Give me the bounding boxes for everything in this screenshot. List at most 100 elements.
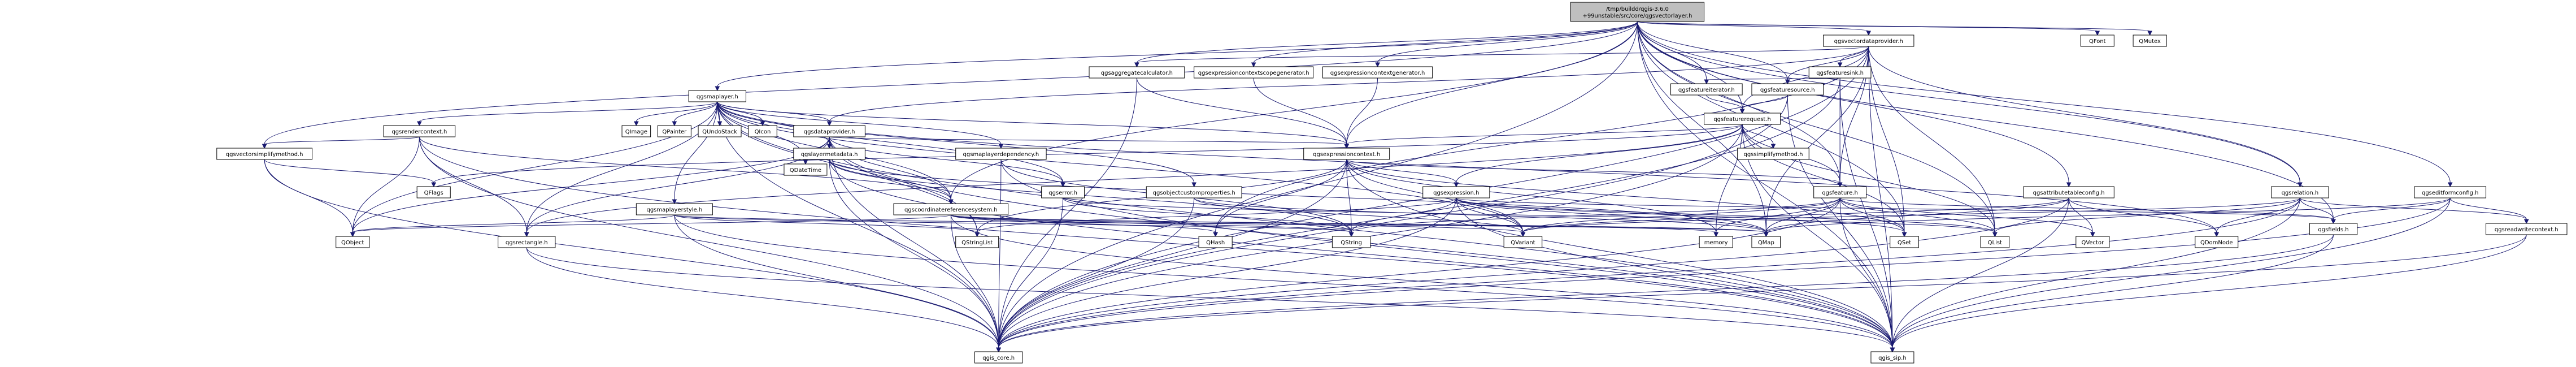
node-label: qgsreadwritecontext.h bbox=[2495, 227, 2558, 233]
node-qicon[interactable]: QIcon bbox=[748, 125, 777, 137]
edge-ecsg-to-ec bbox=[1253, 77, 1350, 149]
edge-rwc-to-core bbox=[996, 234, 2527, 353]
edge-vdp-to-qlist bbox=[1868, 46, 1998, 238]
edge-vsm-to-qflags bbox=[264, 159, 437, 188]
node-qobject[interactable]: QObject bbox=[336, 236, 370, 248]
node-label: QList bbox=[1988, 240, 2002, 246]
node-freq[interactable]: qgsfeaturerequest.h bbox=[1704, 113, 1781, 125]
node-rect[interactable]: qgsrectangle.h bbox=[498, 236, 556, 248]
node-efc[interactable]: qgseditformconfig.h bbox=[2414, 186, 2487, 198]
node-qsl[interactable]: QStringList bbox=[955, 236, 999, 248]
node-fsrc[interactable]: qgsfeaturesource.h bbox=[1751, 83, 1824, 96]
node-ocp[interactable]: qgsobjectcustomproperties.h bbox=[1146, 186, 1242, 198]
node-fields[interactable]: qgsfields.h bbox=[2309, 223, 2358, 235]
edge-ml-to-lm bbox=[717, 101, 832, 149]
node-qstring[interactable]: QString bbox=[1331, 236, 1371, 248]
edge-dp-to-ec bbox=[829, 136, 1350, 149]
node-vdp[interactable]: qgsvectordataprovider.h bbox=[1823, 34, 1914, 47]
node-label: qgsexpressioncontext.h bbox=[1313, 152, 1380, 158]
node-qlist[interactable]: QList bbox=[1980, 236, 2010, 248]
edge-fsink-to-sip bbox=[1839, 77, 1895, 353]
edge-root-to-rel bbox=[1637, 21, 2303, 188]
node-qundo[interactable]: QUndoStack bbox=[698, 125, 742, 137]
node-label: qgsfeatureiterator.h bbox=[1678, 87, 1735, 93]
node-agg[interactable]: qgsaggregatecalculator.h bbox=[1089, 66, 1185, 79]
node-ml[interactable]: qgsmaplayer.h bbox=[688, 90, 746, 102]
edge-rc-to-crs bbox=[419, 136, 954, 205]
node-sip[interactable]: qgis_sip.h bbox=[1870, 351, 1914, 364]
node-label: QHash bbox=[1206, 240, 1225, 246]
edge-freq-to-ec bbox=[1344, 124, 1743, 149]
node-atc[interactable]: qgsattributetableconfig.h bbox=[2023, 186, 2114, 198]
edge-root-to-ecsg bbox=[1251, 21, 1638, 68]
node-err[interactable]: qgserror.h bbox=[1041, 186, 1085, 198]
node-memory[interactable]: memory bbox=[1699, 236, 1733, 248]
node-dp[interactable]: qgsdataprovider.h bbox=[793, 125, 865, 137]
node-qimage[interactable]: QImage bbox=[621, 125, 651, 137]
node-ecg[interactable]: qgsexpressioncontextgenerator.h bbox=[1322, 66, 1433, 79]
edge-vdp-to-fsrc bbox=[1785, 46, 1869, 85]
node-fsink[interactable]: qgsfeaturesink.h bbox=[1808, 66, 1872, 79]
node-qmap[interactable]: QMap bbox=[1751, 236, 1781, 248]
node-label: qgsexpressioncontextscopegenerator.h bbox=[1198, 70, 1309, 76]
node-rwc[interactable]: qgsreadwritecontext.h bbox=[2486, 223, 2568, 235]
node-qvector[interactable]: QVector bbox=[2075, 236, 2110, 248]
node-qdatetime[interactable]: QDateTime bbox=[784, 163, 828, 176]
node-qhash[interactable]: QHash bbox=[1198, 236, 1233, 248]
edge-ml-to-ocp bbox=[717, 101, 1196, 188]
node-qset[interactable]: QSet bbox=[1890, 236, 1919, 248]
node-qflags[interactable]: QFlags bbox=[416, 186, 451, 198]
node-label: QStringList bbox=[961, 240, 993, 246]
node-qfont[interactable]: QFont bbox=[2080, 34, 2114, 47]
node-label: qgsmaplayer.h bbox=[697, 94, 738, 100]
node-label: QIcon bbox=[755, 129, 771, 135]
edge-rel-to-qvariant bbox=[1520, 197, 2300, 238]
node-mls[interactable]: qgsmaplayerstyle.h bbox=[636, 203, 713, 215]
edge-rc-to-vsm bbox=[262, 136, 420, 149]
node-ec[interactable]: qgsexpressioncontext.h bbox=[1303, 148, 1390, 160]
node-qdom[interactable]: QDomNode bbox=[2195, 236, 2239, 248]
node-exp[interactable]: qgsexpression.h bbox=[1422, 186, 1490, 198]
node-label: qgsdataprovider.h bbox=[804, 129, 855, 135]
edge-feat-to-qset bbox=[1839, 197, 1907, 238]
node-root: /tmp/buildd/qgis-3.6.0+99unstable/src/co… bbox=[1570, 2, 1705, 22]
node-mld[interactable]: qgsmaplayerdependency.h bbox=[955, 148, 1047, 160]
node-feat[interactable]: qgsfeature.h bbox=[1813, 186, 1867, 198]
edge-mls-to-core bbox=[674, 214, 1001, 353]
node-qmutex[interactable]: QMutex bbox=[2133, 34, 2167, 47]
node-fit[interactable]: qgsfeatureiterator.h bbox=[1670, 83, 1743, 96]
node-label: qgssimplifymethod.h bbox=[1743, 152, 1803, 158]
node-label: qgsattributetableconfig.h bbox=[2033, 190, 2105, 196]
node-label: QImage bbox=[625, 129, 647, 135]
node-label: qgsfeaturesink.h bbox=[1816, 70, 1864, 76]
node-label: qgsexpressioncontextgenerator.h bbox=[1330, 70, 1425, 76]
edge-ml-to-sip bbox=[717, 101, 1895, 353]
node-ecsg[interactable]: qgsexpressioncontextscopegenerator.h bbox=[1194, 66, 1314, 79]
node-label: QUndoStack bbox=[702, 129, 737, 135]
node-sm[interactable]: qgssimplifymethod.h bbox=[1737, 148, 1809, 160]
node-label: qgsfeature.h bbox=[1822, 190, 1858, 196]
edge-root-to-efc bbox=[1637, 21, 2453, 188]
edge-root-to-qmutex bbox=[1637, 21, 2152, 36]
node-rc[interactable]: qgsrendercontext.h bbox=[383, 125, 456, 137]
node-label: QDomNode bbox=[2200, 240, 2233, 246]
node-label: QVariant bbox=[1511, 240, 1535, 246]
edge-ml-to-qicon bbox=[717, 101, 765, 127]
edge-rel-to-qlist bbox=[1992, 197, 2300, 238]
edge-rel-to-sip bbox=[1890, 197, 2300, 353]
node-lm[interactable]: qgslayermetadata.h bbox=[793, 148, 865, 160]
edge-efc-to-qmap bbox=[1763, 197, 2451, 238]
node-crs[interactable]: qgscoordinatereferencesystem.h bbox=[893, 203, 1009, 215]
node-rel[interactable]: qgsrelation.h bbox=[2271, 186, 2329, 198]
node-label: qgscoordinatereferencesystem.h bbox=[904, 207, 998, 213]
node-vsm[interactable]: qgsvectorsimplifymethod.h bbox=[216, 148, 313, 160]
node-label: QMap bbox=[1758, 240, 1774, 246]
node-label: qgsmaplayerstyle.h bbox=[646, 207, 702, 213]
node-qpainter[interactable]: QPainter bbox=[657, 125, 691, 137]
node-core[interactable]: qgis_core.h bbox=[974, 351, 1023, 364]
node-qvariant[interactable]: QVariant bbox=[1503, 236, 1543, 248]
node-label: qgsrectangle.h bbox=[506, 240, 548, 246]
node-label: qgsobjectcustomproperties.h bbox=[1153, 190, 1235, 196]
node-label: QMutex bbox=[2139, 38, 2161, 45]
edge-efc-to-rwc bbox=[2449, 197, 2529, 224]
